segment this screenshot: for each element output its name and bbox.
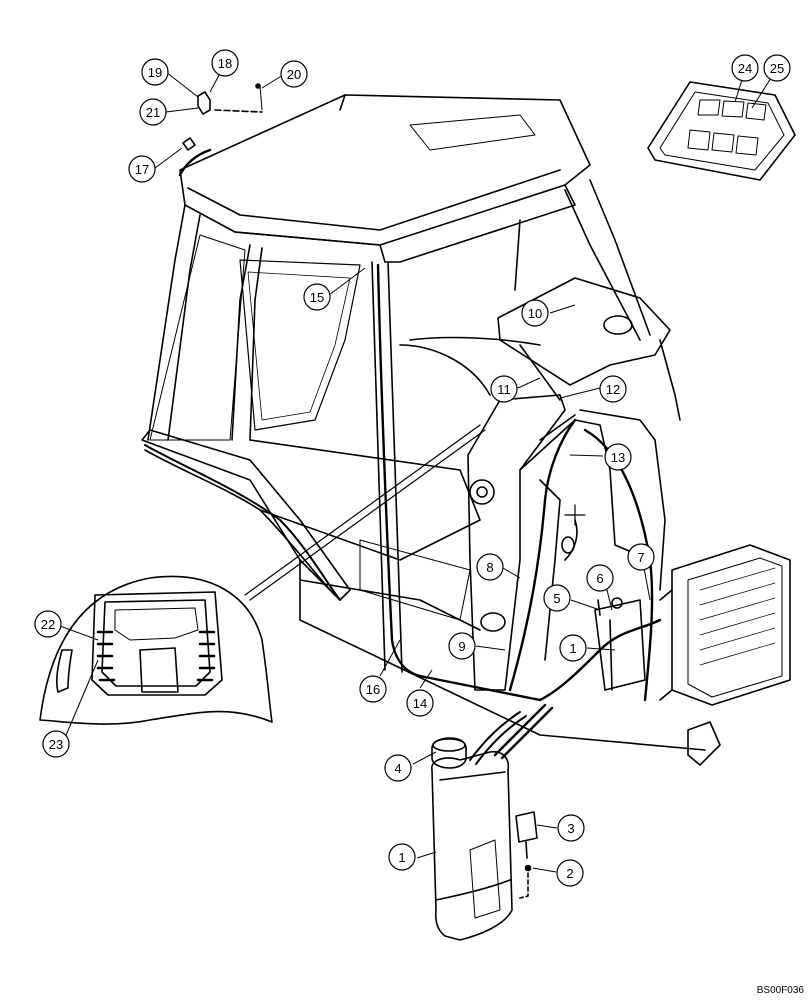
svg-text:11: 11 (497, 382, 511, 397)
callouts: 19 18 20 21 17 24 25 15 10 11 12 13 7 8 … (34, 49, 791, 887)
svg-text:8: 8 (486, 560, 493, 575)
cab-roof (179, 94, 591, 263)
svg-text:4: 4 (394, 761, 401, 776)
callout-11: 11 (490, 375, 518, 403)
radiator (659, 544, 791, 766)
callout-1-lower: 1 (388, 843, 416, 871)
callout-10: 10 (521, 299, 549, 327)
svg-text:16: 16 (366, 682, 380, 697)
callout-4: 4 (384, 754, 412, 782)
svg-text:1: 1 (569, 641, 576, 656)
callout-23: 23 (42, 730, 70, 758)
svg-text:22: 22 (41, 617, 55, 632)
callout-1-upper: 1 (559, 634, 587, 662)
svg-text:6: 6 (596, 571, 603, 586)
cab-floor (141, 336, 706, 751)
callout-15: 15 (303, 283, 331, 311)
callout-25: 25 (763, 54, 791, 82)
roof-bracket (182, 83, 263, 151)
callout-7: 7 (627, 543, 655, 571)
callout-leaders (59, 63, 777, 873)
callout-2: 2 (556, 859, 584, 887)
svg-text:17: 17 (135, 162, 149, 177)
callout-5: 5 (543, 584, 571, 612)
svg-text:10: 10 (528, 306, 542, 321)
svg-text:21: 21 (146, 105, 160, 120)
coolant-reservoir (431, 737, 538, 941)
svg-text:19: 19 (148, 65, 162, 80)
svg-text:23: 23 (49, 737, 63, 752)
svg-text:1: 1 (398, 850, 405, 865)
detail-leader (244, 424, 486, 601)
svg-text:12: 12 (606, 382, 620, 397)
callout-8: 8 (476, 553, 504, 581)
callout-24: 24 (731, 54, 759, 82)
svg-text:18: 18 (218, 56, 232, 71)
svg-text:2: 2 (566, 866, 573, 881)
switch-panel-detail (647, 81, 796, 181)
svg-text:25: 25 (770, 61, 784, 76)
callout-20: 20 (280, 60, 308, 88)
svg-text:3: 3 (567, 821, 574, 836)
callout-18: 18 (211, 49, 239, 77)
callout-6: 6 (586, 564, 614, 592)
svg-text:7: 7 (637, 550, 644, 565)
callout-12: 12 (599, 375, 627, 403)
callout-22: 22 (34, 610, 62, 638)
callout-19: 19 (141, 58, 169, 86)
svg-text:14: 14 (413, 696, 427, 711)
svg-text:20: 20 (287, 67, 301, 82)
cab-frame (147, 179, 651, 673)
callout-13: 13 (604, 443, 632, 471)
svg-text:5: 5 (553, 591, 560, 606)
front-shroud-detail (39, 575, 273, 725)
callout-16: 16 (359, 675, 387, 703)
console-top-panel (497, 277, 681, 421)
svg-text:9: 9 (458, 639, 465, 654)
reservoir-bracket (594, 597, 646, 691)
drawing-reference-code: BS00F036 (756, 985, 804, 996)
svg-text:15: 15 (310, 290, 324, 305)
callout-9: 9 (448, 632, 476, 660)
svg-text:13: 13 (611, 450, 625, 465)
callout-14: 14 (406, 689, 434, 717)
callout-21: 21 (139, 98, 167, 126)
callout-17: 17 (128, 155, 156, 183)
harness-routing (144, 148, 662, 760)
reservoir-hose (469, 711, 527, 765)
callout-3: 3 (557, 814, 585, 842)
svg-text:24: 24 (738, 61, 752, 76)
